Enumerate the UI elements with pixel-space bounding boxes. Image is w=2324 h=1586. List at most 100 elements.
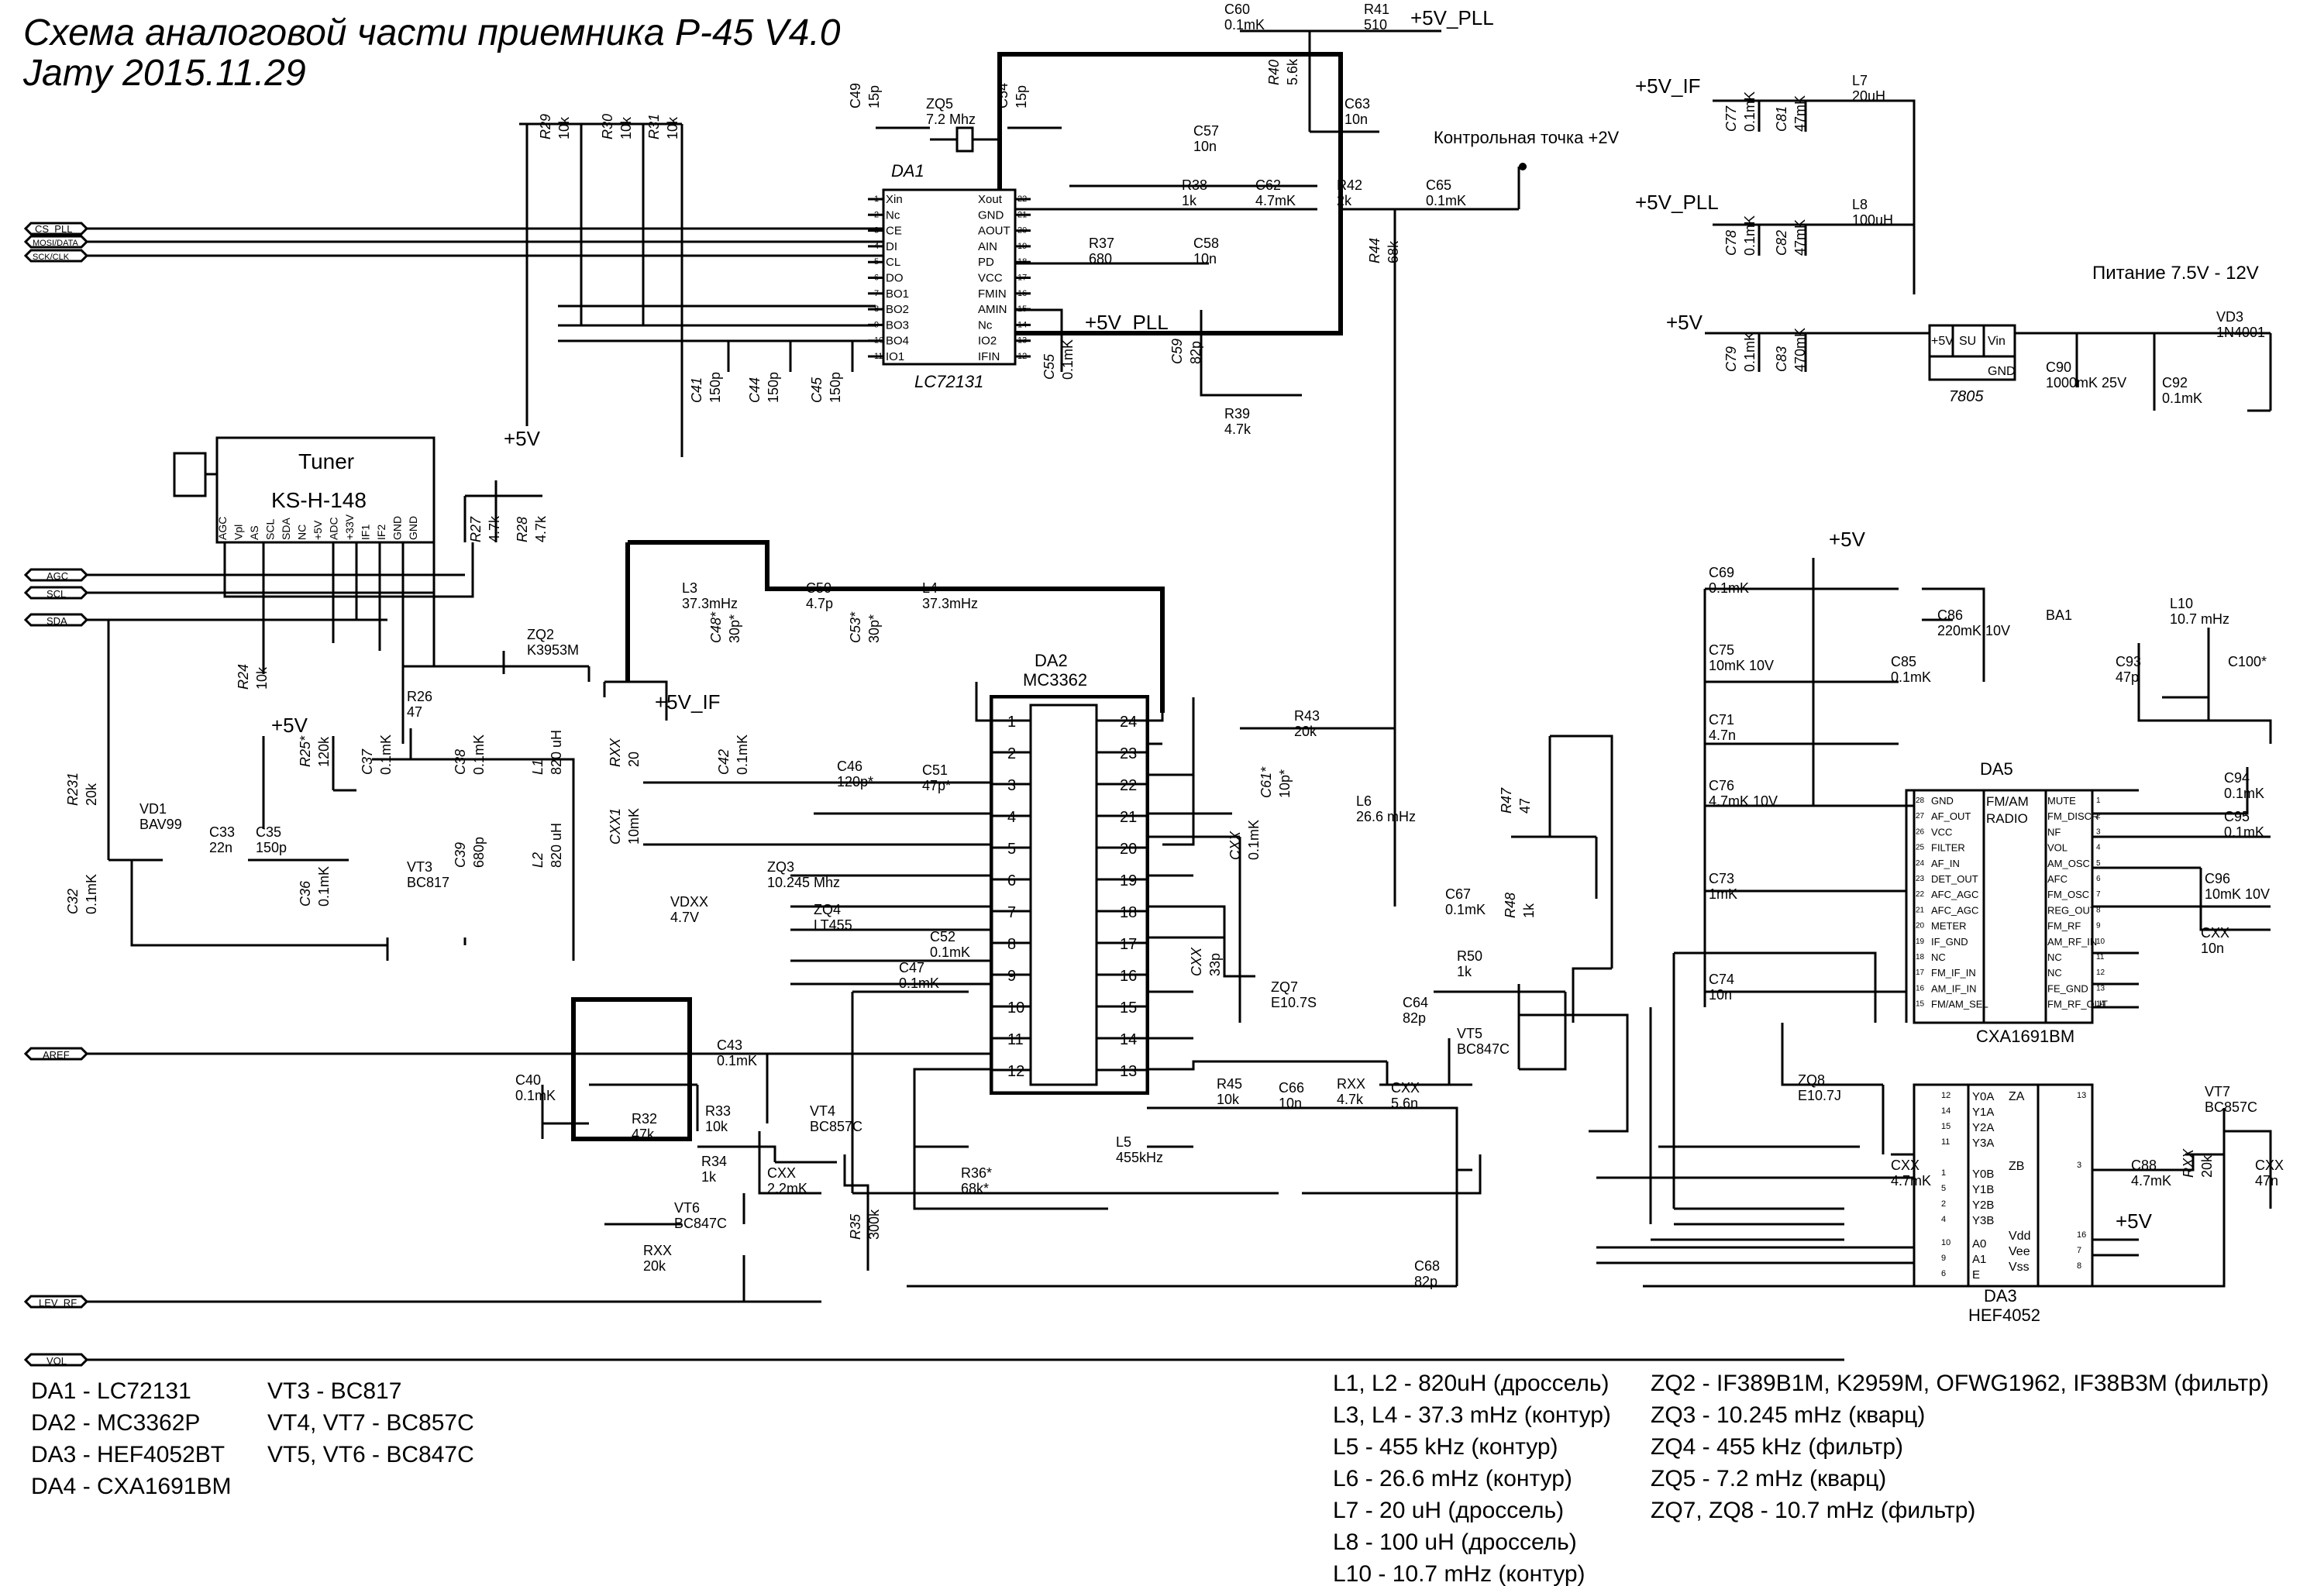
da3-pin-right-1: ZA (2009, 1090, 2025, 1103)
legend-col1-line-3: DA3 - HEF4052BT (31, 1442, 225, 1467)
component-c33-ref: C33 (209, 824, 235, 840)
component-c75-value: 10mK 10V (1709, 658, 1774, 673)
da3-num-left-4: 11 (1941, 1137, 1950, 1147)
component-zq4-value: LT455 (814, 917, 852, 933)
component-c48: C48*30p* (708, 611, 742, 643)
da1-pin-right-4: AIN (978, 240, 997, 253)
component-c83-ref: C83 (1774, 346, 1789, 372)
component-r34-value: 1k (701, 1169, 717, 1185)
component-vt4-value: BC857C (810, 1119, 862, 1134)
component-ba1-ref: BA1 (2046, 607, 2072, 623)
da3-num-right-2: 3 (2077, 1161, 2081, 1170)
da5-pin-right-9: FM_RF (2047, 920, 2081, 932)
component-vt4-ref: VT4 (810, 1103, 835, 1119)
tuner-pin-10: IF1 (360, 525, 372, 540)
da5-pin-right-8: REG_OUT (2047, 904, 2096, 916)
component-c41-value: 150p (708, 372, 723, 403)
da3-pin-left-6: Y1B (1972, 1183, 1994, 1196)
component-c74-value: 10n (1709, 987, 1732, 1003)
power-5v-tuner: +5V (504, 427, 541, 450)
component-rxx1-ref: RXX (608, 738, 623, 767)
component-r30-value: 10k (618, 116, 634, 139)
component-c39-ref: C39 (453, 842, 468, 868)
svg-text:LEV_RF: LEV_RF (39, 1297, 77, 1309)
component-c49-ref: C49 (848, 83, 863, 108)
component-cxx6-value: 4.7mK (1891, 1173, 1931, 1189)
component-cxx5-ref: CXX (2201, 925, 2229, 941)
da3-pin-left-5: Y0B (1972, 1168, 1994, 1181)
tuner-pin-6: NC (296, 525, 308, 540)
component-r35-value: 300k (866, 1209, 882, 1240)
da3-num-right-5: 8 (2077, 1261, 2081, 1271)
da3-pin-left-10: A1 (1972, 1253, 1986, 1266)
tuner-pin-2: Vpl (232, 525, 245, 540)
component-c50-value: 4.7p (806, 596, 833, 611)
component-c92-ref: C92 (2162, 375, 2188, 390)
tuner-pin-12: GND (391, 516, 404, 540)
da5-num-left-1: 28 (1916, 796, 1925, 805)
component-zq2-ref: ZQ2 (527, 627, 554, 642)
legend-col4-line-1: ZQ2 - IF389B1M, K2959M, OFWG1962, IF38B3… (1651, 1371, 2269, 1396)
component-r44-value: 68k (1386, 240, 1401, 263)
component-zq5-ref: ZQ5 (926, 96, 953, 112)
component-l4-value: 37.3mHz (922, 596, 978, 611)
component-c88-ref: C88 (2131, 1158, 2157, 1173)
component-c57-ref: C57 (1193, 123, 1219, 139)
da5-num-right-9: 9 (2096, 922, 2101, 931)
net-agc: AGC (23, 568, 89, 582)
legend-col3-line-5: L7 - 20 uH (дроссель) (1333, 1498, 1564, 1523)
da5-pin-right-12: NC (2047, 967, 2062, 979)
component-l1-ref: L1 (530, 759, 546, 775)
component-c43-ref: C43 (717, 1037, 742, 1053)
da1-pin-left-9: BO3 (886, 318, 909, 332)
da5-pin-right-6: AFC (2047, 873, 2067, 885)
legend-col3-line-4: L6 - 26.6 mHz (контур) (1333, 1466, 1572, 1491)
svg-text:CS_PLL: CS_PLL (35, 223, 72, 235)
reg-pin2: SU (1959, 335, 1976, 348)
component-c63-value: 10n (1344, 112, 1368, 127)
net-sda: SDA (23, 613, 89, 627)
da5-pin-left-1: GND (1931, 795, 1954, 807)
tuner-pin-1: AGC (216, 517, 229, 540)
net-mosi: MOSI/DATA (23, 235, 89, 249)
tuner-model: KS-H-148 (271, 488, 367, 512)
da1-pin-right-2: GND (978, 208, 1004, 222)
component-c46-ref: C46 (837, 759, 862, 774)
da5-mid2: RADIO (1986, 811, 2028, 826)
component-c40-ref: C40 (515, 1072, 541, 1088)
legend-col3-line-7: L10 - 10.7 mHz (контур) (1333, 1561, 1585, 1586)
reg-pin1: +5V (1931, 335, 1954, 348)
net-labels: CS_PLL MOSI/DATA SCK/CLK AGC SCL SDA ARE… (23, 222, 89, 1367)
da2-num-right-16: 16 (1120, 968, 1137, 985)
component-c79-ref: C79 (1723, 346, 1739, 372)
da5-num-right-2: 2 (2096, 812, 2101, 821)
component-c77-value: 0.1mK (1742, 91, 1758, 132)
tuner-pin-13: GND (407, 516, 419, 540)
da1-pin-left-4: DI (886, 240, 897, 253)
da2-num-right-24: 24 (1120, 714, 1137, 731)
component-c37-value: 0.1mK (378, 735, 394, 775)
legend-col1-line-2: DA2 - MC3362P (31, 1410, 200, 1436)
da5-pin-left-14: FM/AM_SEL (1931, 999, 1988, 1010)
